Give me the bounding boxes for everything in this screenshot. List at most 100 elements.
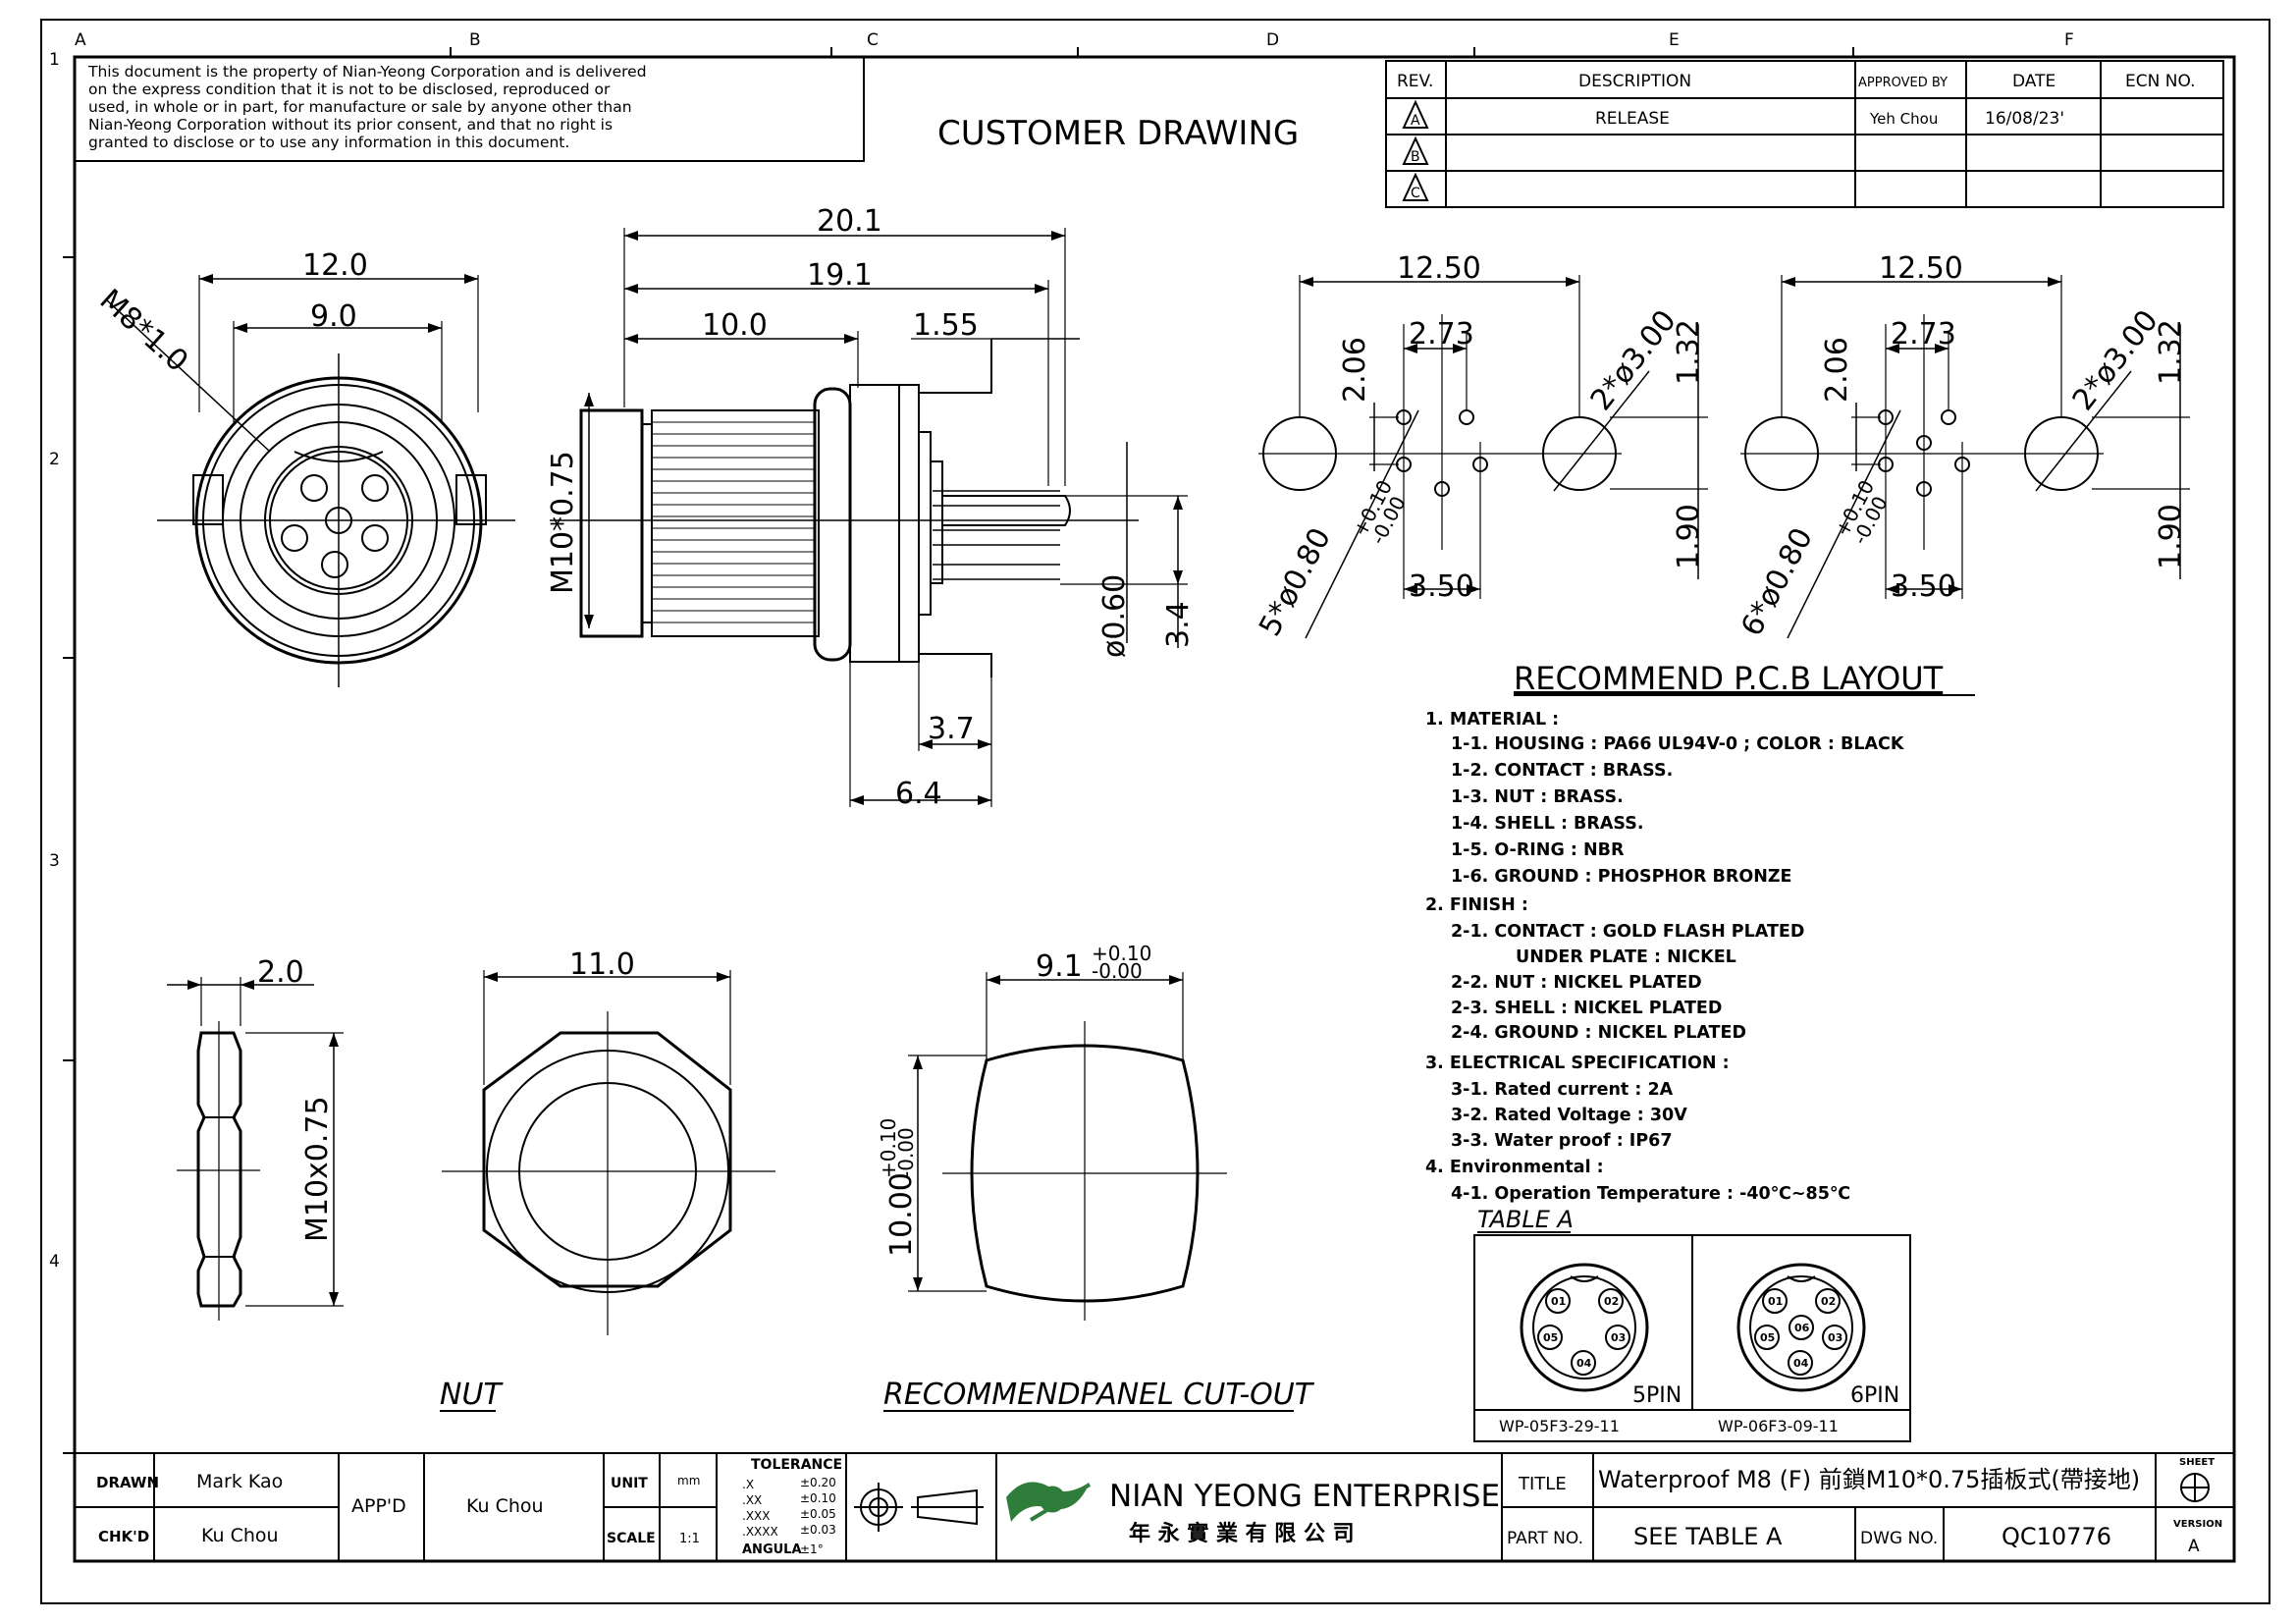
spec-line: 1-3. NUT : BRASS.: [1451, 787, 1624, 807]
pcb6-dim-2-73: 2.73: [1891, 317, 1956, 352]
spec-line: 1-6. GROUND : PHOSPHOR BRONZE: [1451, 867, 1792, 887]
row-label-3: 3: [49, 851, 60, 871]
tol-key: ANGULA: [742, 1542, 802, 1557]
pcb-layout-caption: RECOMMEND P.C.B LAYOUT: [1514, 660, 1944, 697]
tol-key: .X: [742, 1478, 754, 1491]
rev-mark: B: [1411, 149, 1420, 165]
company-logo: [1006, 1482, 1092, 1522]
dim-9-0: 9.0: [310, 299, 357, 334]
pin-number: 01: [1768, 1295, 1783, 1308]
description-header: DESCRIPTION: [1578, 72, 1691, 91]
date-header: DATE: [2012, 72, 2056, 91]
spec-line: 3. ELECTRICAL SPECIFICATION :: [1425, 1054, 1730, 1073]
approved-by-header: APPROVED BY: [1858, 76, 1948, 90]
spec-line: 2-4. GROUND : NICKEL PLATED: [1451, 1023, 1746, 1043]
pin-number: 05: [1760, 1331, 1775, 1344]
front-view: [105, 275, 515, 687]
pcb5-dim-12-50: 12.50: [1397, 251, 1481, 286]
spec-line: 3-2. Rated Voltage : 30V: [1451, 1106, 1687, 1125]
dim-20-1: 20.1: [817, 204, 882, 239]
nut-caption: NUT: [440, 1378, 504, 1412]
company-name-cn: 年 永 實 業 有 限 公 司: [1129, 1521, 1355, 1546]
rev-mark: C: [1411, 186, 1420, 201]
pin-number: 03: [1611, 1331, 1626, 1344]
notice-line: used, in whole or in part, for manufactu…: [88, 98, 632, 116]
pin-number: 06: [1794, 1322, 1810, 1334]
dim-19-1: 19.1: [807, 258, 873, 293]
pin-number: 02: [1604, 1295, 1619, 1308]
tol-val: ±0.05: [800, 1507, 836, 1521]
drawn-by: Mark Kao: [196, 1471, 283, 1492]
rev-description: RELEASE: [1595, 109, 1670, 129]
tol-key: .XXXX: [742, 1525, 778, 1539]
cutout-height: 10.00: [884, 1172, 919, 1257]
checked-by: Ku Chou: [201, 1525, 279, 1546]
pcb6-pins: 6*ø0.80: [1735, 522, 1820, 642]
drawing-part-title: Waterproof M8 (F) 前鎖M10*0.75插板式(帶接地): [1598, 1466, 2140, 1493]
grid-markers: [63, 47, 1854, 1454]
dwg-no-value: QC10776: [2002, 1523, 2111, 1550]
col-label-a: A: [75, 30, 86, 50]
pcb6-holes: 2*ø3.00: [2066, 303, 2165, 417]
pin-number: 04: [1793, 1357, 1809, 1370]
nut-front-view: [442, 970, 775, 1335]
cutout-width: 9.1: [1036, 949, 1083, 984]
pin-number: 02: [1821, 1295, 1836, 1308]
cutout-width-minus: -0.00: [1092, 959, 1143, 983]
spec-notes: 1. MATERIAL : 1-1. HOUSING : PA66 UL94V-…: [1425, 710, 1905, 1204]
tol-val: ±0.03: [800, 1523, 836, 1537]
spec-line: 2-1. CONTACT : GOLD FLASH PLATED: [1451, 922, 1804, 942]
scale-label: SCALE: [607, 1531, 656, 1546]
dim-3-7: 3.7: [928, 712, 975, 746]
revision-table: [1385, 60, 2224, 208]
spec-line: 4-1. Operation Temperature : -40℃~85℃: [1451, 1184, 1850, 1204]
nut-side-view: [167, 977, 344, 1321]
thread-m8-label: M8*1.0: [93, 283, 194, 379]
spec-line: 1. MATERIAL :: [1425, 710, 1559, 730]
nut-dim-11-0: 11.0: [569, 947, 635, 982]
appd-label: APP'D: [351, 1495, 406, 1517]
approved-by: Ku Chou: [466, 1495, 544, 1517]
dim-3-4: 3.4: [1161, 601, 1196, 648]
pcb5-pins: 5*ø0.80: [1253, 522, 1338, 642]
notice-line: granted to disclose or to use any inform…: [88, 134, 569, 151]
cutout-caption: RECOMMENDPANEL CUT-OUT: [883, 1378, 1315, 1412]
version-value: A: [2188, 1537, 2200, 1556]
col-label-d: D: [1266, 30, 1279, 50]
pin-number: 01: [1551, 1295, 1566, 1308]
tol-key: .XXX: [742, 1509, 770, 1523]
table-a-6pin-part: WP-06F3-09-11: [1718, 1417, 1839, 1435]
pin-number: 03: [1828, 1331, 1842, 1344]
pin-diameter: ø0.60: [1097, 574, 1132, 658]
dim-10-0: 10.0: [702, 308, 768, 343]
spec-line: 2-2. NUT : NICKEL PLATED: [1451, 973, 1702, 993]
spec-line: 1-1. HOUSING : PA66 UL94V-0 ; COLOR : BL…: [1451, 734, 1905, 754]
nut-dim-2-0: 2.0: [257, 955, 304, 990]
spec-line: 1-4. SHELL : BRASS.: [1451, 814, 1643, 834]
col-label-f: F: [2064, 30, 2074, 50]
pcb5-dim-2-06: 2.06: [1338, 337, 1372, 403]
pcb5-holes: 2*ø3.00: [1584, 303, 1683, 417]
pin-number: 05: [1543, 1331, 1558, 1344]
company-name: NIAN YEONG ENTERPRISE: [1109, 1479, 1500, 1514]
spec-line: 1-2. CONTACT : BRASS.: [1451, 761, 1673, 781]
table-a-5pin-part: WP-05F3-29-11: [1499, 1417, 1620, 1435]
spec-line: 2-3. SHELL : NICKEL PLATED: [1451, 999, 1722, 1018]
pcb5-dim-1-90: 1.90: [1672, 504, 1706, 569]
unit-value: mm: [677, 1474, 700, 1488]
spec-line: 3-1. Rated current : 2A: [1451, 1080, 1674, 1100]
drawn-label: DRAWN: [96, 1474, 159, 1491]
dim-12-0: 12.0: [302, 248, 368, 283]
tol-key: .XX: [742, 1493, 762, 1507]
pcb5-dim-3-50: 3.50: [1409, 569, 1474, 604]
thread-m10-label: M10*0.75: [546, 451, 580, 594]
notice-line: Nian-Yeong Corporation without its prior…: [88, 116, 613, 134]
col-label-b: B: [469, 30, 481, 50]
table-a-grid: [1473, 1234, 1911, 1442]
pcb-layout-6pin: [1740, 275, 2190, 639]
col-label-e: E: [1669, 30, 1680, 50]
spec-line: 1-5. O-RING : NBR: [1451, 840, 1625, 860]
dim-6-4: 6.4: [895, 777, 942, 811]
dim-1-55: 1.55: [913, 308, 979, 343]
